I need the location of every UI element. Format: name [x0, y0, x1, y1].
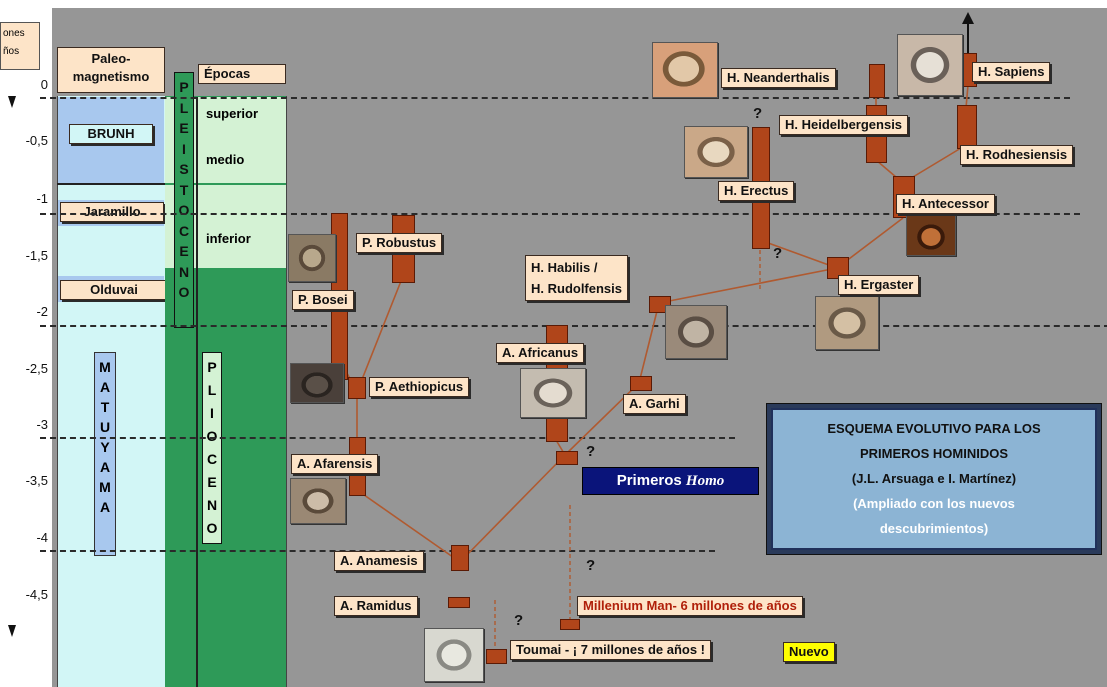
skull-image [684, 126, 748, 178]
skull-image [897, 34, 963, 96]
paleomagnetism-header: Paleo- magnetismo [57, 47, 165, 93]
tick-label: -3,5 [25, 473, 48, 488]
epoch-inferior-label: inferior [206, 231, 251, 246]
question-mark: ? [753, 105, 763, 122]
label-millenium: Millenium Man- 6 millones de años [577, 596, 803, 616]
label-neanderthalis: H. Neanderthalis [721, 68, 836, 88]
units-box: ones ños [0, 22, 40, 70]
skull-image [665, 305, 727, 359]
dashed-line [40, 437, 735, 439]
title-line-1: ESQUEMA EVOLUTIVO PARA LOS [827, 421, 1041, 436]
skull-image [290, 363, 344, 403]
bar-anamesis [451, 545, 469, 571]
title-line-2: PRIMEROS HOMINIDOS [859, 446, 1009, 461]
title-box: ESQUEMA EVOLUTIVO PARA LOS PRIMEROS HOMI… [766, 403, 1102, 555]
label-rodhesiensis: H. Rodhesiensis [960, 145, 1074, 165]
bar-ramidus [448, 597, 470, 608]
olduvai-label: Olduvai [60, 280, 168, 300]
tick-label: -3 [36, 417, 48, 432]
dashed-line [40, 325, 1107, 327]
label-ergaster: H. Ergaster [838, 275, 920, 295]
label-toumai: Toumai - ¡ 7 millones de años ! [510, 640, 712, 660]
axis-bottom-arrow [8, 625, 16, 637]
skull-image [906, 214, 956, 256]
tick-label: -0,5 [25, 133, 48, 148]
axis-top-arrow [8, 96, 16, 108]
skull-image [290, 478, 346, 524]
label-africanus: A. Africanus [496, 343, 585, 363]
label-antecessor: H. Antecessor [896, 194, 995, 214]
label-robustus: P. Robustus [356, 233, 443, 253]
epoch-superior-label: superior [206, 106, 259, 121]
new-badge: Nuevo [783, 642, 835, 662]
skull-image [652, 42, 718, 98]
label-anamesis: A. Anamesis [334, 551, 424, 571]
bar-garhi [630, 376, 652, 391]
skull-image [815, 296, 879, 350]
tick-label: -4 [36, 530, 48, 545]
label-bosei: P. Bosei [292, 290, 354, 310]
epoch-divider [196, 97, 198, 687]
tick-label: -1 [36, 191, 48, 206]
tick-label: -2,5 [25, 361, 48, 376]
label-erectus: H. Erectus [718, 181, 795, 201]
question-mark: ? [586, 557, 596, 574]
title-line-3: (J.L. Arsuaga e I. Martínez) [851, 471, 1017, 486]
bar-toumai [486, 649, 507, 664]
primeros-text: Primeros [616, 472, 686, 489]
homo-text: Homo [685, 473, 725, 489]
units-line-1: ones [3, 28, 25, 39]
primeros-homo-box: Primeros Homo [582, 467, 759, 495]
title-line-4: (Ampliado con los nuevos [853, 496, 1015, 511]
title-box-inner: ESQUEMA EVOLUTIVO PARA LOS PRIMEROS HOMI… [771, 408, 1097, 550]
bar-millenium [560, 619, 580, 630]
epoch-medio-label: medio [206, 152, 245, 167]
bar-early-homo [556, 451, 578, 465]
label-garhi: A. Garhi [623, 394, 686, 414]
bar-neanderthalis [869, 64, 885, 98]
tick-label: 0 [40, 77, 48, 92]
label-sapiens: H. Sapiens [972, 62, 1051, 82]
units-line-2: ños [3, 46, 20, 57]
bar-aethiopicus [348, 377, 366, 399]
bar-rodhesiensis [957, 105, 977, 149]
question-mark: ? [586, 443, 596, 460]
label-aethiopicus: P. Aethiopicus [369, 377, 470, 397]
question-mark: ? [773, 245, 783, 262]
tick-label: -4,5 [25, 587, 48, 602]
brunh-label: BRUNH [69, 124, 153, 144]
jaramillo-label: Jaramillo [60, 202, 164, 222]
dashed-line [40, 97, 1070, 99]
label-ramidus: A. Ramidus [334, 596, 418, 616]
label-heidelbergensis: H. Heidelbergensis [779, 115, 909, 135]
label-habilis: H. Habilis / H. Rudolfensis [525, 255, 629, 301]
tick-label: -1,5 [25, 248, 48, 263]
epochs-header: Épocas [198, 64, 286, 84]
skull-image [520, 368, 586, 418]
skull-image [288, 234, 336, 282]
question-mark: ? [514, 612, 524, 629]
label-afarensis: A. Afarensis [291, 454, 379, 474]
skull-image [424, 628, 484, 682]
tick-label: -2 [36, 304, 48, 319]
title-line-5: descubrimientos) [879, 521, 989, 536]
dashed-line [40, 213, 1080, 215]
